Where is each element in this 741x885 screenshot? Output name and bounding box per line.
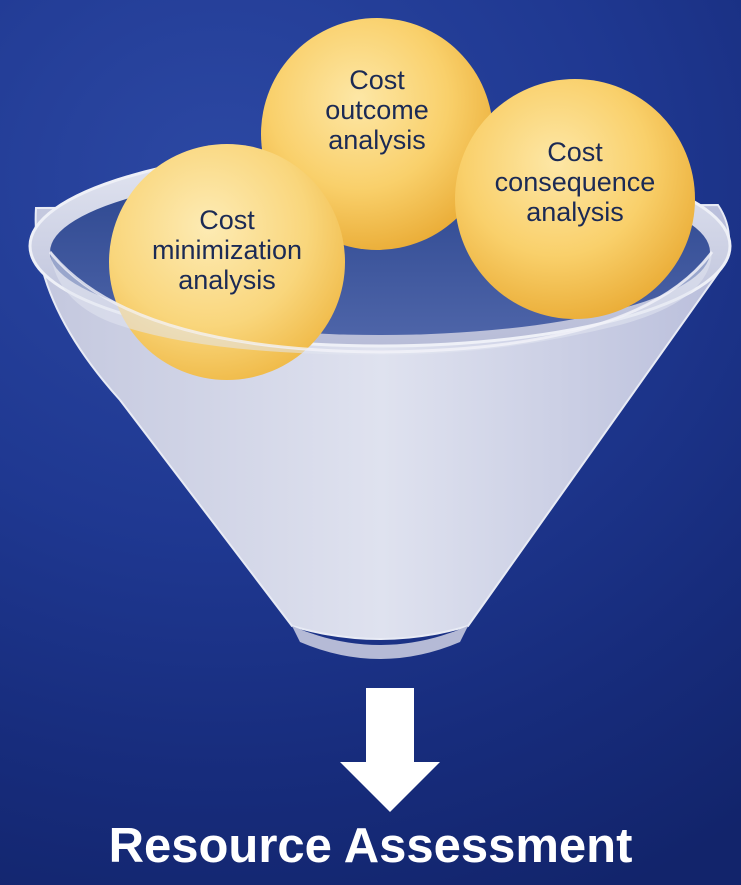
label-cost-minimization: Cost minimization analysis <box>151 205 303 295</box>
bubble-cost-consequence <box>455 79 695 319</box>
funnel-spout <box>292 626 468 659</box>
label-cost-consequence: Cost consequence analysis <box>494 137 656 227</box>
label-cost-outcome: Cost outcome analysis <box>325 65 429 155</box>
resource-assessment-label: Resource Assessment <box>108 819 633 873</box>
bubble-cost-minimization <box>109 144 345 380</box>
funnel-front-lip-edge <box>48 251 714 354</box>
down-arrow-icon <box>340 688 440 812</box>
